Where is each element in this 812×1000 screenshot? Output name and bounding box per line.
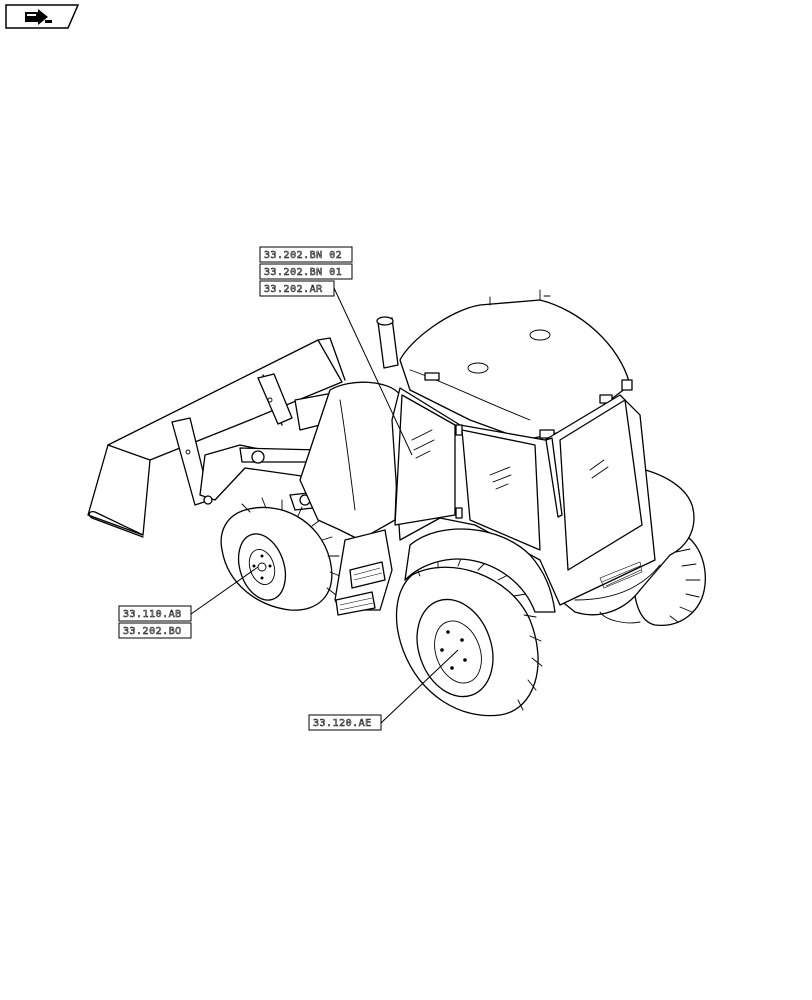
ref-label-rear-wheel[interactable]: 33.120.AE — [308, 714, 382, 731]
back-arrow-icon — [25, 9, 52, 25]
ref-label-cab-top[interactable]: 33.202.BN 02 — [259, 246, 353, 263]
svg-text:33.202.BN 02: 33.202.BN 02 — [264, 250, 342, 261]
tractor-illustration — [87, 289, 706, 717]
rear-wheel — [395, 555, 543, 717]
back-button[interactable] — [5, 4, 80, 29]
svg-text:33.202.BO: 33.202.BO — [123, 626, 182, 637]
ref-label-cab-bottom[interactable]: 33.202.AR — [259, 280, 335, 297]
ref-group-front-wheel: 33.110.AB 33.202.BO — [118, 566, 259, 639]
ref-group-cab: 33.202.BN 02 33.202.BN 01 33.202.AR — [259, 246, 413, 456]
ref-group-rear-wheel: 33.120.AE — [308, 649, 459, 731]
svg-text:33.202.AR: 33.202.AR — [264, 284, 323, 295]
svg-text:33.120.AE: 33.120.AE — [313, 718, 372, 729]
ref-label-cab-mid[interactable]: 33.202.BN 01 — [259, 263, 353, 280]
svg-text:33.110.AB: 33.110.AB — [123, 609, 182, 620]
leader-line-cab — [333, 287, 413, 456]
loader-bucket — [87, 337, 346, 538]
svg-text:33.202.BN 01: 33.202.BN 01 — [264, 267, 342, 278]
ref-label-front-wheel-top[interactable]: 33.110.AB — [118, 605, 192, 622]
leader-line-front-wheel — [190, 566, 259, 615]
front-wheel — [220, 497, 341, 611]
leader-line-rear-wheel — [380, 649, 459, 724]
ref-label-front-wheel-bottom[interactable]: 33.202.BO — [118, 622, 192, 639]
tractor-cab — [391, 289, 656, 606]
cab-steps — [334, 529, 393, 616]
